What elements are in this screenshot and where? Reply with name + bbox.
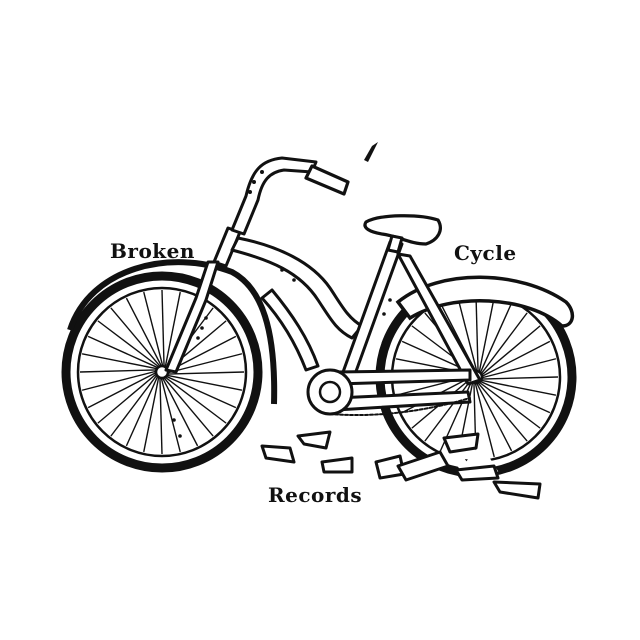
spoke bbox=[480, 379, 557, 396]
seat-stay bbox=[396, 252, 482, 386]
spoke bbox=[87, 371, 157, 409]
spoke bbox=[165, 375, 237, 409]
piece-1 bbox=[296, 430, 332, 450]
spoke bbox=[479, 302, 513, 374]
spoke bbox=[81, 370, 157, 391]
bike-frame bbox=[164, 156, 482, 417]
spoke bbox=[481, 325, 541, 376]
spoke bbox=[164, 291, 181, 368]
spoke bbox=[457, 296, 478, 372]
spoke bbox=[79, 369, 157, 373]
spoke bbox=[81, 353, 158, 370]
spoke bbox=[163, 377, 214, 437]
spoke bbox=[475, 294, 479, 372]
spoke bbox=[478, 381, 541, 429]
handlebar-grip bbox=[304, 164, 350, 196]
stem bbox=[230, 156, 318, 236]
logo-word-broken: Broken bbox=[110, 239, 195, 263]
piece-2 bbox=[260, 444, 296, 464]
spoke bbox=[97, 320, 160, 368]
spoke bbox=[481, 376, 559, 380]
broken-pieces bbox=[260, 430, 542, 500]
spoke bbox=[160, 377, 181, 453]
spoke bbox=[481, 358, 557, 379]
spoke bbox=[166, 374, 243, 391]
spoke bbox=[481, 340, 551, 378]
fork bbox=[164, 260, 220, 374]
spoke bbox=[474, 382, 495, 458]
chain bbox=[329, 397, 471, 417]
front-spokes bbox=[393, 294, 559, 460]
spoke bbox=[167, 353, 243, 374]
spoke bbox=[424, 379, 472, 442]
logo-word-records: Records bbox=[268, 483, 362, 507]
chainring-inner bbox=[318, 380, 342, 404]
spoke bbox=[480, 312, 528, 375]
spoke bbox=[161, 377, 199, 447]
spoke bbox=[159, 377, 163, 455]
spoke bbox=[477, 382, 528, 442]
frame-dots bbox=[172, 170, 392, 438]
flying-fragment bbox=[364, 142, 378, 162]
piece-3 bbox=[320, 456, 354, 474]
rear-fender bbox=[67, 259, 278, 405]
piece-6 bbox=[442, 432, 480, 454]
spoke bbox=[125, 375, 159, 447]
spoke bbox=[110, 307, 161, 367]
spoke bbox=[97, 373, 157, 424]
spoke bbox=[475, 382, 513, 452]
logo-word-cycle: Cycle bbox=[454, 241, 517, 265]
spoke bbox=[143, 291, 164, 367]
chain-stay-top bbox=[334, 368, 472, 386]
front-fender bbox=[395, 275, 575, 328]
spoke bbox=[143, 376, 160, 453]
spoke bbox=[125, 297, 163, 367]
spoke bbox=[87, 335, 159, 369]
rear-wheel bbox=[61, 259, 278, 473]
spoke bbox=[161, 289, 165, 367]
rear-rim bbox=[76, 286, 248, 458]
saddle bbox=[363, 214, 442, 246]
spoke bbox=[478, 296, 495, 373]
spoke bbox=[164, 376, 227, 424]
spoke bbox=[167, 371, 245, 375]
rear-tire bbox=[61, 271, 263, 473]
spoke bbox=[479, 380, 551, 414]
seat-post bbox=[386, 234, 404, 254]
piece-7 bbox=[454, 464, 500, 482]
piece-8 bbox=[492, 480, 542, 500]
piece-5 bbox=[396, 450, 450, 482]
lower-tube bbox=[260, 288, 320, 372]
spoke bbox=[110, 374, 158, 437]
